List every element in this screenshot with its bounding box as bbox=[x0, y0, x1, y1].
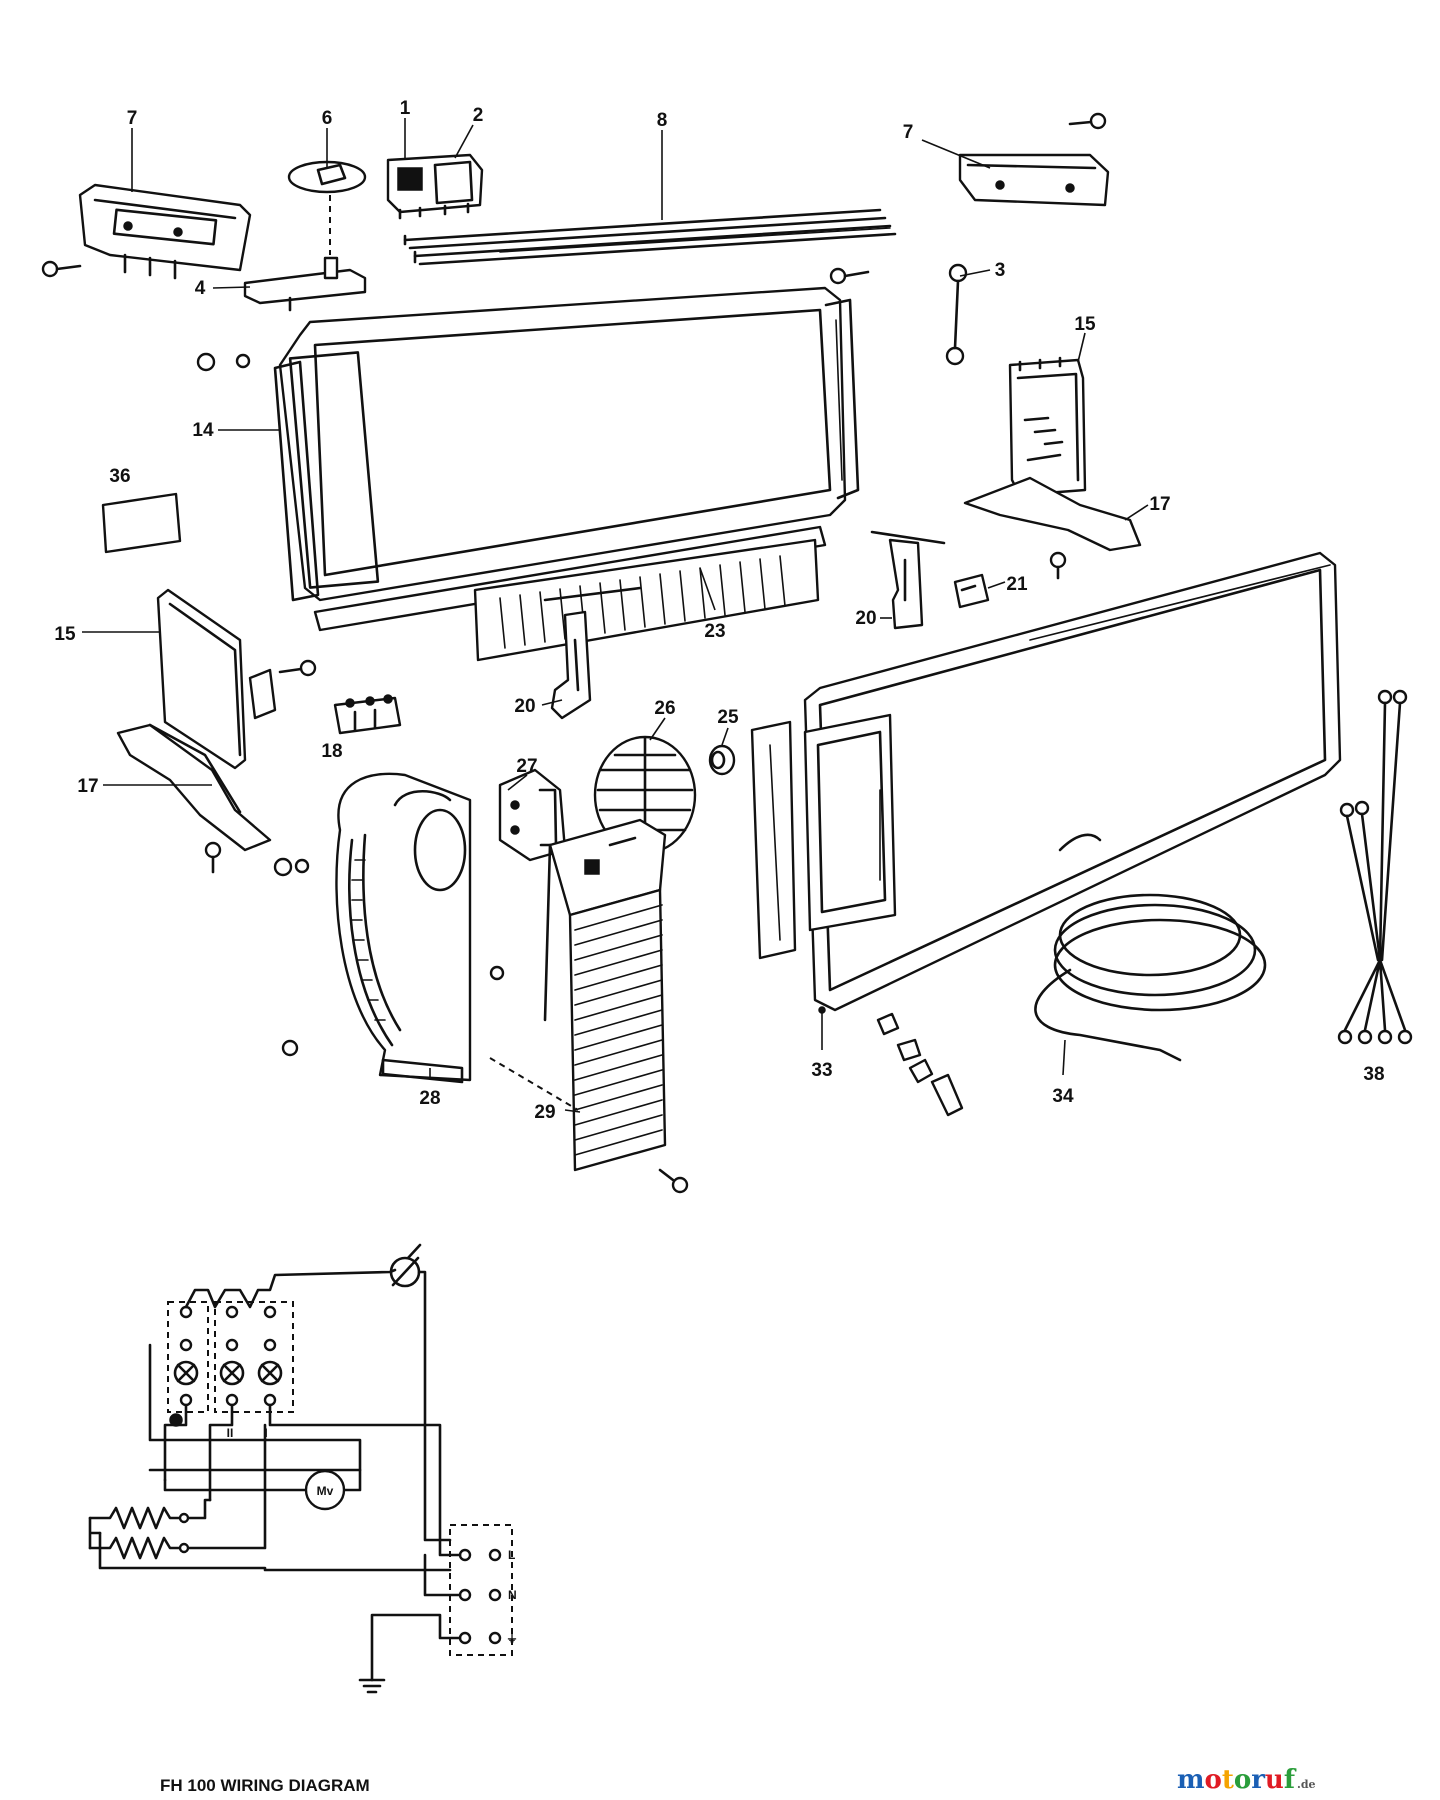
screw-3 bbox=[829, 267, 870, 285]
element-bracket-right bbox=[870, 530, 946, 630]
terminal-n: N bbox=[508, 1588, 517, 1602]
wire-harness bbox=[1337, 689, 1413, 1045]
terminal-earth: ⏚ bbox=[506, 1631, 518, 1645]
end-cap-right bbox=[958, 153, 1110, 207]
stand-bracket-left bbox=[156, 588, 317, 770]
svg-text:.de: .de bbox=[1297, 1778, 1316, 1791]
part-label-17b: 17 bbox=[77, 776, 98, 797]
part-label-1: 1 bbox=[400, 98, 411, 119]
link-rod bbox=[945, 263, 968, 366]
heating-resistors bbox=[88, 1423, 267, 1560]
mains-cable bbox=[1034, 833, 1267, 1062]
foot-left bbox=[116, 723, 272, 874]
rear-panel bbox=[273, 286, 860, 602]
part-label-36: 36 bbox=[109, 466, 130, 487]
terminal-l: L bbox=[508, 1548, 515, 1562]
fan-motor-symbol: Mv bbox=[163, 1468, 362, 1511]
grille-slots bbox=[499, 555, 786, 649]
screw-2 bbox=[1068, 112, 1107, 130]
part-label-28: 28 bbox=[419, 1088, 440, 1109]
screw-fan bbox=[273, 857, 505, 1057]
part-label-15a: 15 bbox=[1074, 314, 1096, 335]
bottom-grille bbox=[313, 525, 827, 662]
part-label-17a: 17 bbox=[1149, 494, 1170, 515]
part-label-15b: 15 bbox=[54, 624, 76, 645]
screw-1 bbox=[41, 260, 82, 278]
indicator-lamps bbox=[173, 1360, 283, 1386]
part-label-4: 4 bbox=[195, 278, 206, 299]
wiring-diagram: II I Mv L N ⏚ bbox=[88, 1243, 518, 1795]
element-bracket-center bbox=[550, 610, 592, 720]
part-label-29: 29 bbox=[534, 1102, 555, 1123]
part-label-3: 3 bbox=[995, 260, 1006, 281]
bearing-bush bbox=[708, 744, 736, 776]
part-label-25: 25 bbox=[717, 707, 739, 728]
part-label-27: 27 bbox=[516, 756, 537, 777]
leader-lines bbox=[82, 118, 1149, 1113]
part-label-33: 33 bbox=[811, 1060, 832, 1081]
rating-label-plate bbox=[101, 492, 182, 554]
rocker-switches bbox=[386, 153, 484, 220]
thermostat-symbol bbox=[389, 1243, 422, 1288]
stand-bracket-right bbox=[1008, 356, 1087, 497]
part-label-26: 26 bbox=[654, 698, 675, 719]
switch-contacts bbox=[179, 1305, 277, 1407]
thermostat-knob bbox=[287, 160, 367, 255]
part-label-8: 8 bbox=[657, 110, 668, 131]
part-label-7b: 7 bbox=[903, 122, 914, 143]
part-label-23: 23 bbox=[704, 621, 725, 642]
part-label-38: 38 bbox=[1363, 1064, 1384, 1085]
thermostat-bracket bbox=[243, 256, 367, 312]
mains-terminals: L N ⏚ bbox=[458, 1548, 518, 1645]
cable-gland-parts bbox=[876, 1012, 964, 1117]
part-label-21: 21 bbox=[1006, 574, 1028, 595]
part-number-labels: 7 6 1 2 8 7 3 4 15 14 36 17 21 20 23 15 … bbox=[54, 98, 1384, 1123]
part-label-7a: 7 bbox=[127, 108, 138, 129]
svg-text:Mv: Mv bbox=[317, 1484, 334, 1498]
fan-housing bbox=[335, 772, 472, 1084]
part-label-6: 6 bbox=[322, 108, 333, 129]
heating-element-block bbox=[543, 818, 689, 1194]
screw-4 bbox=[196, 352, 251, 372]
part-label-14: 14 bbox=[192, 420, 214, 441]
clip-part bbox=[953, 573, 990, 609]
foot-right bbox=[963, 476, 1142, 580]
part-label-18: 18 bbox=[321, 741, 342, 762]
end-cap-left bbox=[78, 183, 252, 280]
earth-symbol bbox=[358, 1613, 462, 1694]
terminal-block bbox=[333, 694, 402, 735]
front-panel bbox=[750, 551, 1342, 1014]
wiring-diagram-caption: FH 100 WIRING DIAGRAM bbox=[160, 1776, 370, 1795]
switch-mark-ii: II bbox=[227, 1426, 234, 1440]
part-label-34: 34 bbox=[1052, 1086, 1074, 1107]
part-label-20a: 20 bbox=[855, 608, 876, 629]
watermark-logo: motoruf .de bbox=[1177, 1765, 1316, 1795]
heating-element-bar bbox=[403, 208, 897, 266]
part-label-2: 2 bbox=[473, 105, 484, 126]
svg-text:motoruf: motoruf bbox=[1177, 1765, 1297, 1795]
part-label-20b: 20 bbox=[514, 696, 535, 717]
